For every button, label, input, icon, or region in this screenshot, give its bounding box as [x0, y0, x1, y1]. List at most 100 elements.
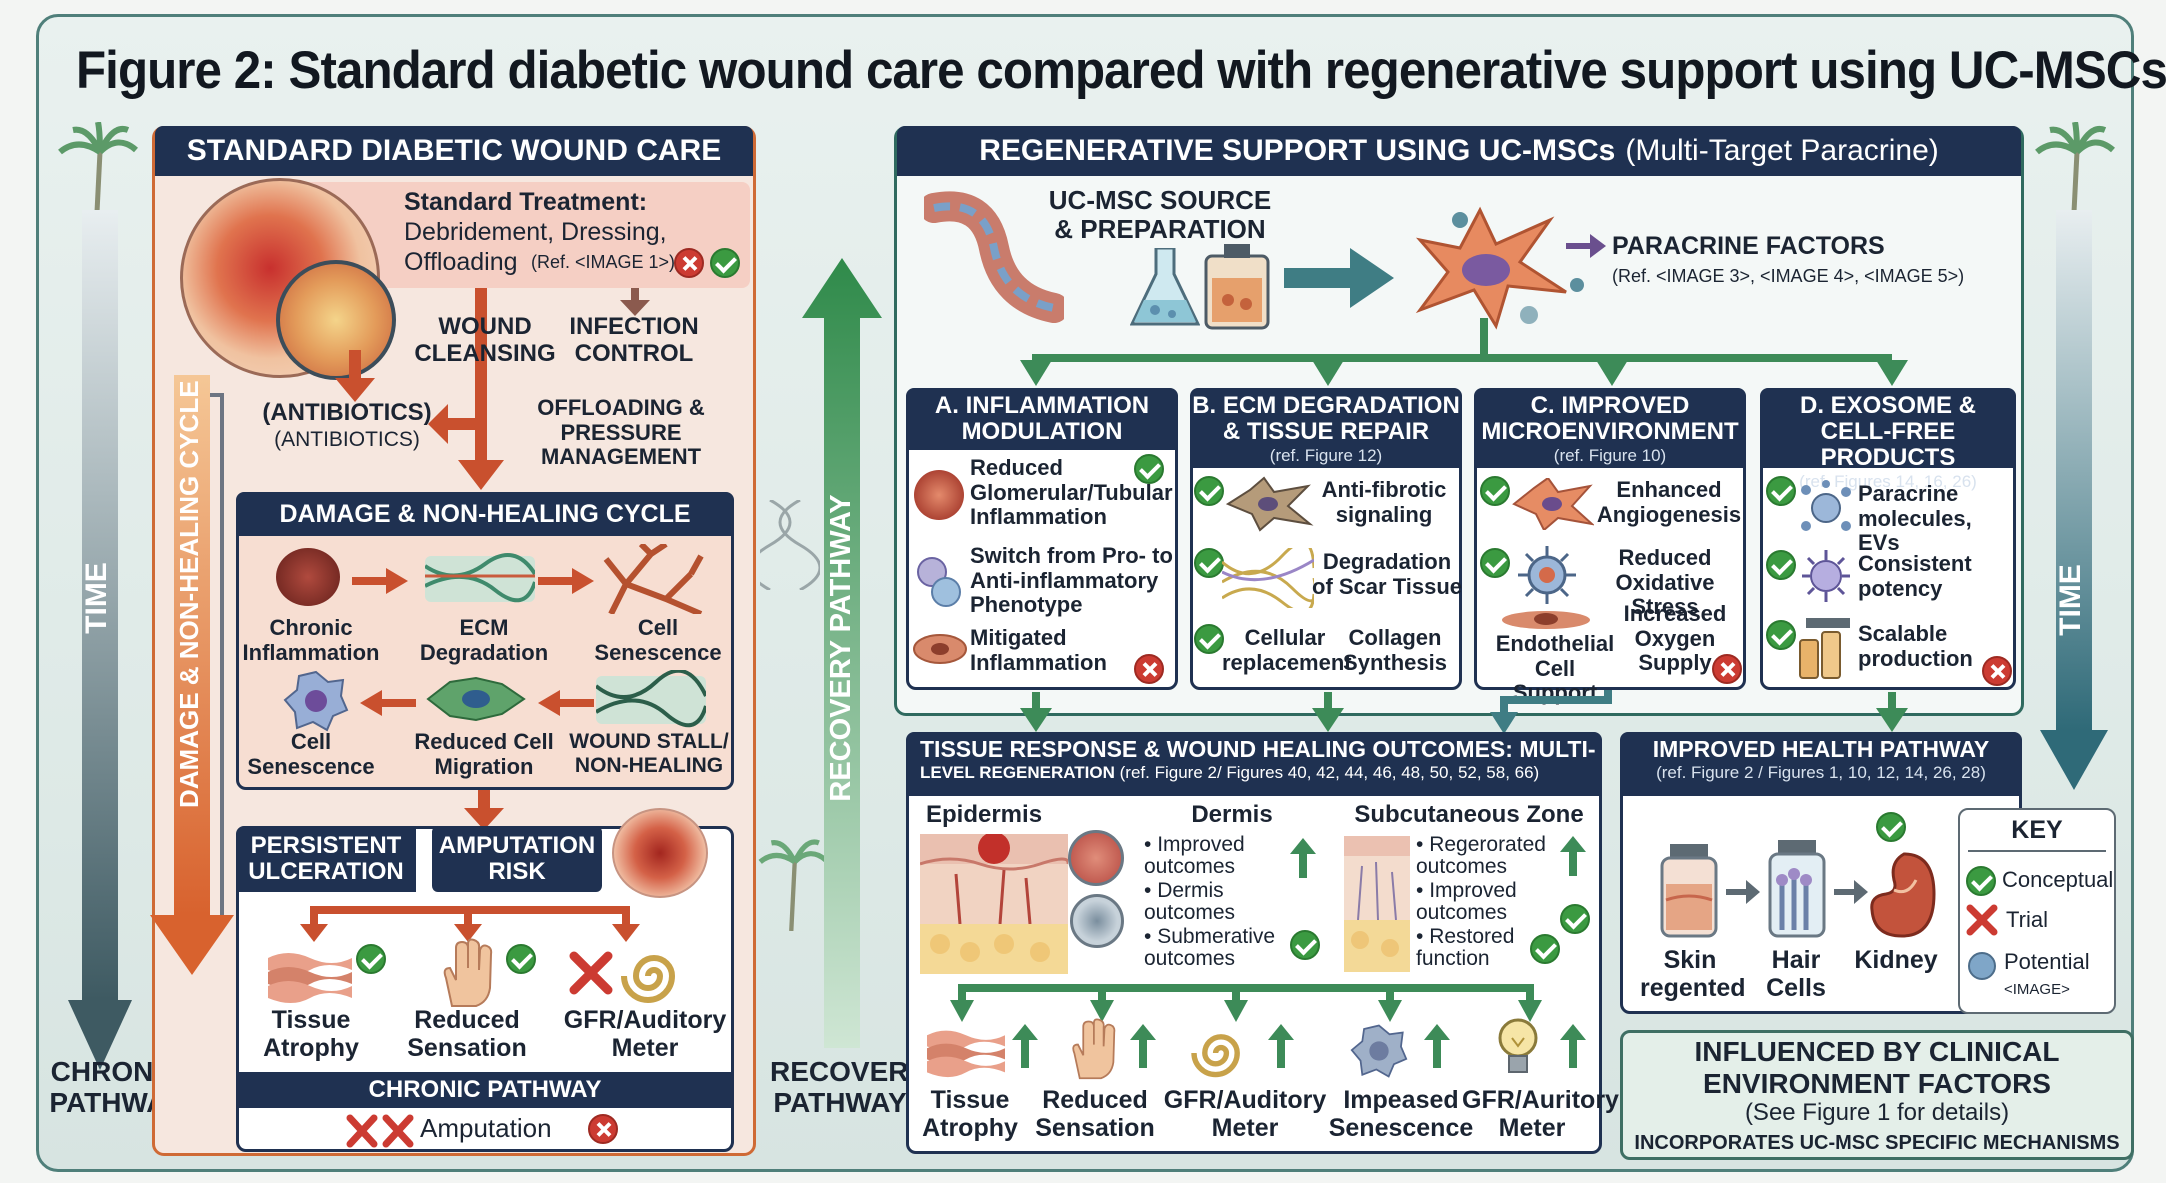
down-arrow	[1020, 692, 1052, 732]
dermis-item-1-text: Improved outcomes	[1144, 833, 1245, 879]
influence-box	[1620, 1030, 2134, 1160]
tissue-layers-icon	[927, 1030, 1005, 1078]
cycle-item-cell-senescence: Cell Senescence	[594, 615, 722, 665]
subcut-item-2-text: Improved outcomes	[1416, 879, 1517, 925]
antibiotics-bold-label: (ANTIBIOTICS)	[262, 399, 432, 426]
treatment-body: Debridement, Dressing,	[404, 218, 667, 246]
conceptual-check-icon	[710, 248, 740, 278]
branch-arrow	[1020, 360, 1052, 386]
palm-tree-mid-icon	[758, 839, 828, 931]
up-arrow-icon	[1290, 838, 1316, 878]
treatment-offloading: Offloading	[404, 248, 518, 276]
panel-b-ref: (ref. Figure 12)	[1269, 445, 1383, 465]
senescent-cell-icon	[283, 670, 349, 732]
down-arrow	[1876, 692, 1908, 732]
trial-cross-icon	[1712, 654, 1742, 684]
cycle-item-wound-stall: WOUND STALL/ NON-HEALING	[569, 730, 729, 777]
glomerulus-icon	[914, 470, 964, 520]
dermis-item-3: • Submerative outcomes	[1144, 925, 1276, 971]
potency-virus-icon	[1802, 550, 1850, 602]
conceptual-check-icon	[1194, 548, 1224, 578]
panel-b-item-1: Anti-fibrotic signaling	[1321, 477, 1447, 527]
persistent-ulceration-badge: PERSISTENT ULCERATION	[236, 826, 416, 892]
regen-header-plain: (Multi-Target Paracrine)	[1625, 134, 1939, 167]
health-pathway-ref: (ref. Figure 2 / Figures 1, 10, 12, 14, …	[1656, 762, 1986, 782]
time-label-right: TIME	[2054, 564, 2087, 636]
dermis-item-2: • Dermis outcomes	[1144, 879, 1236, 925]
conceptual-check-icon	[1876, 812, 1906, 842]
cycle-arrow	[352, 568, 408, 594]
conceptual-check-icon	[1194, 476, 1224, 506]
time-arrow-left	[68, 210, 132, 1070]
damage-cycle-arrow	[150, 375, 234, 975]
conceptual-check-icon	[1480, 548, 1510, 578]
hand-icon	[443, 938, 493, 1007]
subcut-item-2: • Improved outcomes	[1416, 879, 1517, 925]
big-cross-icon	[569, 951, 613, 995]
infection-control-label: INFECTION CONTROL	[569, 313, 699, 367]
branch-line	[1480, 318, 1488, 360]
key-image-label: <IMAGE>	[2004, 981, 2070, 998]
cycle-arrow	[538, 568, 594, 594]
subcut-item-1-text: Regerorated outcomes	[1416, 833, 1546, 879]
panel-b-title: B. ECM DEGRADATION & TISSUE REPAIR	[1192, 392, 1460, 445]
zoom-circle-icon	[1068, 830, 1124, 886]
foot-ulcer-icon	[612, 808, 708, 898]
skin-vial-icon	[1660, 844, 1718, 938]
panel-d-item-1: Paracrine molecules, EVs	[1858, 481, 1972, 556]
outcome-distribution-arrows	[950, 984, 1542, 1022]
health-item-hair: Hair Cells	[1766, 946, 1826, 1002]
chronic-pathway-header: CHRONIC PATHWAY	[239, 1072, 731, 1108]
key-conceptual-label: Conceptual	[2002, 867, 2114, 892]
tissue-response-header: TISSUE RESPONSE & WOUND HEALING OUTCOMES…	[906, 732, 1602, 796]
outcome-tissue-atrophy: Tissue Atrophy	[263, 1006, 359, 1062]
influence-line-4: INCORPORATES UC-MSC SPECIFIC MECHANISMS	[1634, 1132, 2120, 1154]
bent-arrow	[1490, 690, 1612, 734]
key-trial-icon	[1966, 904, 1998, 936]
vesicle-dot	[1452, 212, 1468, 228]
regen-header: REGENERATIVE SUPPORT USING UC-MSCs (Mult…	[897, 126, 2021, 176]
key-potential-icon	[1968, 952, 1996, 980]
health-pathway-header-wrap: IMPROVED HEALTH PATHWAY (ref. Figure 2 /…	[1620, 732, 2022, 796]
ecm-fiber-icon	[425, 553, 535, 603]
standard-care-header: STANDARD DIABETIC WOUND CARE	[155, 126, 753, 176]
cell-ellipse-icon	[913, 634, 967, 664]
recovery-label-vertical: RECOVERY PATHWAY	[825, 494, 857, 802]
panel-a-item-3: Mitigated Inflammation	[970, 625, 1107, 675]
panel-b-item-2: Degradation of Scar Tissue	[1312, 549, 1462, 599]
flask-icon	[1130, 248, 1200, 326]
arrow-head	[335, 350, 375, 402]
panel-d-item-3: Scalable production	[1858, 621, 1973, 671]
subcut-label: Subcutaneous Zone	[1354, 801, 1584, 828]
antibiotics-plain-label: (ANTIBIOTICS)	[274, 428, 420, 451]
dna-icon	[760, 500, 820, 590]
macrophage-icon	[917, 557, 961, 607]
panel-c-ref: (ref. Figure 10)	[1553, 445, 1667, 465]
damage-cycle-header: DAMAGE & NON-HEALING CYCLE	[236, 492, 734, 536]
panel-c-item-1: Enhanced Angiogenesis	[1596, 477, 1742, 527]
conceptual-check-icon	[506, 944, 536, 974]
panel-d-ref: (ref. Figures 14, 16, 26)	[1799, 471, 1977, 491]
subcut-item-1: • Regerorated outcomes	[1416, 833, 1546, 879]
wound-cleansing-label: WOUND CLEANSING	[414, 313, 556, 367]
key-conceptual-icon	[1966, 866, 1996, 896]
exosome-icon	[1801, 480, 1851, 531]
up-arrow-icon	[1560, 1024, 1586, 1068]
treatment-title: Standard Treatment:	[404, 188, 648, 216]
offloading-label: OFFLOADING & PRESSURE MANAGEMENT	[537, 395, 705, 470]
recovery-arrow	[802, 258, 882, 1048]
outcome-reduced-sensation: Reduced Sensation	[407, 1006, 527, 1062]
panel-d-title-wrap: D. EXOSOME & CELL-FREE PRODUCTS (ref. Fi…	[1760, 388, 2016, 491]
paracrine-factors-label: PARACRINE FACTORS	[1612, 232, 1885, 260]
panel-c-item-2: Reduced Oxidative Stress	[1615, 545, 1715, 620]
cycle-item-chronic-inflammation: Chronic Inflammation	[242, 615, 380, 665]
figure-title: Figure 2: Standard diabetic wound care c…	[76, 41, 2166, 100]
branch-line	[1032, 354, 1892, 362]
outcome-gfr-auditory: GFR/Auditory Meter	[563, 1006, 727, 1062]
up-arrow-icon	[1130, 1024, 1156, 1068]
dermis-item-2-text: Dermis outcomes	[1144, 879, 1236, 925]
vesicle-dot	[1570, 278, 1584, 292]
umbilical-cord-icon	[924, 191, 1064, 323]
conceptual-check-icon	[1766, 620, 1796, 650]
kidney-icon	[1870, 852, 1936, 938]
